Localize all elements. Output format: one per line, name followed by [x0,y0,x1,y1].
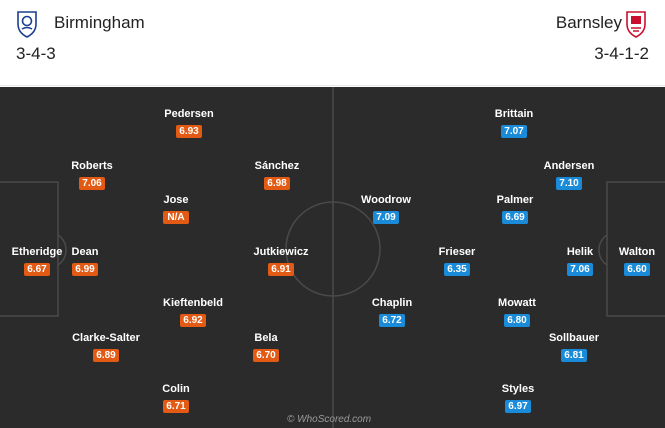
player-rating: 7.06 [79,177,105,190]
player-name: Woodrow [361,194,411,206]
player-name: Dean [71,246,99,258]
pitch: Pedersen 6.93 Roberts 7.06 Sánchez 6.98 … [0,87,665,428]
player-name: Sánchez [254,160,300,172]
player-rating: 6.81 [561,349,587,362]
player-jose[interactable]: Jose N/A [121,194,231,225]
player-clarke-salter[interactable]: Clarke-Salter 6.89 [51,332,161,363]
player-chaplin[interactable]: Chaplin 6.72 [337,297,447,328]
player-name: Clarke-Salter [72,332,140,344]
player-name: Bela [254,332,278,344]
player-name: Roberts [71,160,113,172]
player-name: Chaplin [371,297,413,309]
player-name: Palmer [496,194,534,206]
player-colin[interactable]: Colin 6.71 [121,383,231,414]
home-formation: 3-4-3 [16,44,56,63]
player-rating: 6.89 [93,349,119,362]
player-sanchez[interactable]: Sánchez 6.98 [222,160,332,191]
player-rating: 7.10 [556,177,582,190]
player-rating: 6.92 [180,314,206,327]
player-rating: 6.72 [379,314,405,327]
player-andersen[interactable]: Andersen 7.10 [514,160,624,191]
player-rating: 6.60 [624,263,650,276]
player-name: Pedersen [164,108,214,120]
player-name: Jutkiewicz [253,246,309,258]
player-pedersen[interactable]: Pedersen 6.93 [134,108,244,139]
player-name: Andersen [543,160,595,172]
player-palmer[interactable]: Palmer 6.69 [460,194,570,225]
player-rating: 7.09 [373,211,399,224]
player-brittain[interactable]: Brittain 7.07 [459,108,569,139]
player-etheridge[interactable]: Etheridge 6.67 [0,246,92,277]
player-rating: 6.80 [504,314,530,327]
player-frieser[interactable]: Frieser 6.35 [402,246,512,277]
player-name: Etheridge [11,246,63,258]
player-styles[interactable]: Styles 6.97 [463,383,573,414]
player-name: Sollbauer [548,332,600,344]
player-rating: 7.06 [567,263,593,276]
player-rating: 6.71 [163,400,189,413]
barnsley-crest-icon [626,11,646,38]
pitch-markings [0,87,665,428]
player-walton[interactable]: Walton 6.60 [582,246,665,277]
player-name: Styles [501,383,535,395]
away-team-name[interactable]: Barnsley [555,13,622,32]
player-name: Walton [618,246,656,258]
player-bela[interactable]: Bela 6.70 [211,332,321,363]
player-mowatt[interactable]: Mowatt 6.80 [462,297,572,328]
player-rating: 6.99 [72,263,98,276]
away-formation: 3-4-1-2 [594,44,649,63]
player-rating: N/A [163,211,189,224]
player-rating: 6.97 [505,400,531,413]
player-woodrow[interactable]: Woodrow 7.09 [331,194,441,225]
player-rating: 6.98 [264,177,290,190]
birmingham-crest-icon [17,11,37,38]
player-name: Colin [162,383,190,395]
player-rating: 7.07 [501,125,527,138]
player-name: Mowatt [498,297,536,309]
player-name: Frieser [438,246,476,258]
player-sollbauer[interactable]: Sollbauer 6.81 [519,332,629,363]
player-roberts[interactable]: Roberts 7.06 [37,160,147,191]
player-rating: 6.70 [253,349,279,362]
player-name: Kieftenbeld [163,297,223,309]
player-rating: 6.67 [24,263,50,276]
player-kieftenbeld[interactable]: Kieftenbeld 6.92 [138,297,248,328]
player-helik[interactable]: Helik 7.06 [525,246,635,277]
player-name: Jose [163,194,189,206]
watermark: © WhoScored.com [287,414,372,425]
player-rating: 6.35 [444,263,470,276]
home-team-name[interactable]: Birmingham [54,13,145,32]
player-rating: 6.91 [268,263,294,276]
player-dean[interactable]: Dean 6.99 [30,246,140,277]
player-jutkiewicz[interactable]: Jutkiewicz 6.91 [226,246,336,277]
match-header: Birmingham 3-4-3 Barnsley 3-4-1-2 [0,0,665,86]
player-name: Helik [566,246,594,258]
player-rating: 6.69 [502,211,528,224]
player-name: Brittain [494,108,534,120]
player-rating: 6.93 [176,125,202,138]
